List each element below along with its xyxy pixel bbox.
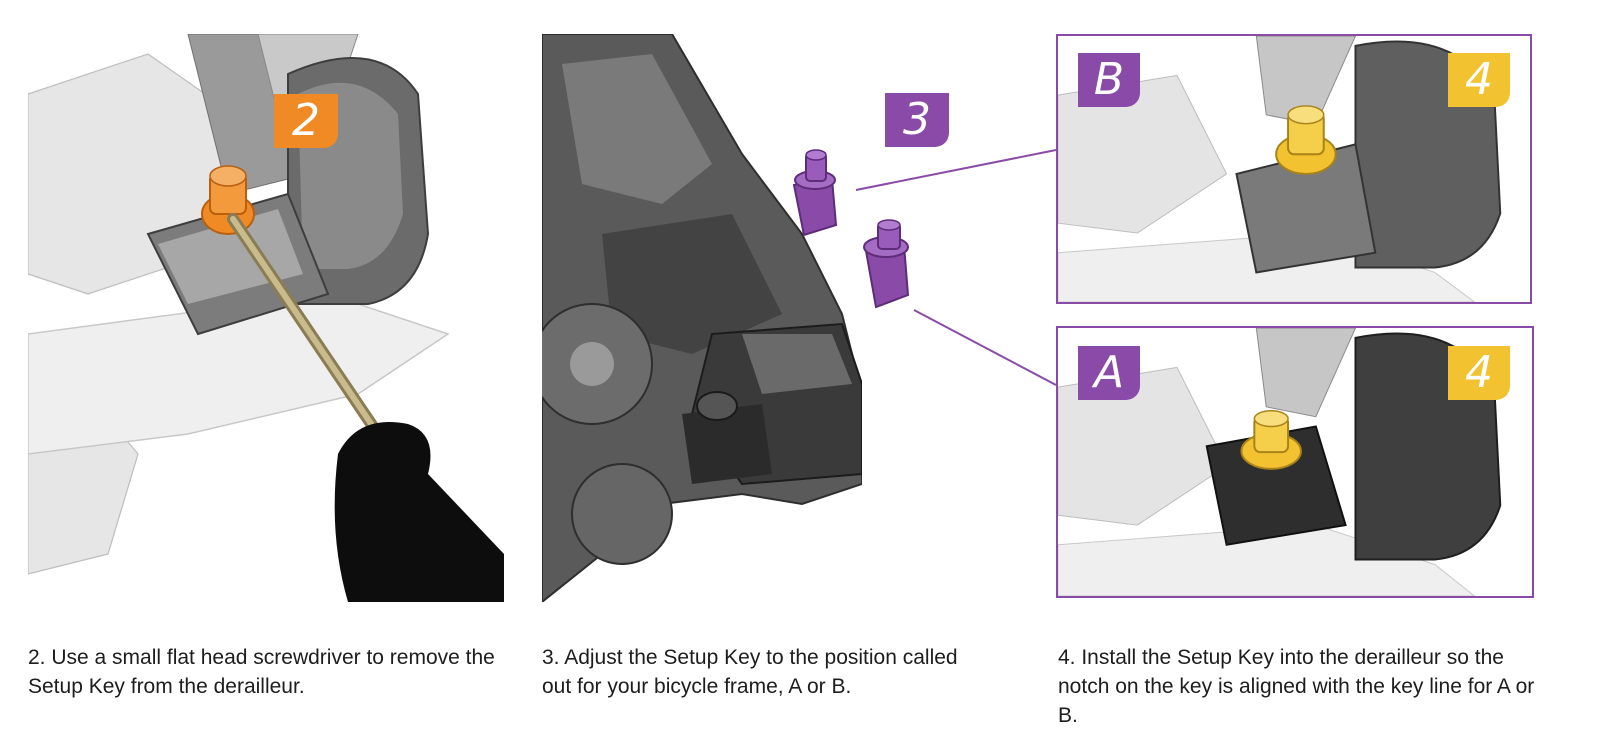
inset-a-step-badge: 4 [1448, 346, 1510, 400]
step-2-badge: 2 [274, 94, 338, 148]
derailleur-screwdriver-drawing [28, 34, 504, 602]
setup-keys-icon [792, 149, 910, 309]
inset-a-label: A [1078, 346, 1140, 400]
step-3-badge: 3 [885, 93, 949, 147]
inset-b-step-badge: 4 [1448, 53, 1510, 107]
setup-key-bottom [863, 219, 910, 309]
step-3-illustration [542, 34, 862, 602]
setup-key-top [792, 149, 838, 237]
step-4-caption: 4. Install the Setup Key into the derail… [1058, 646, 1535, 727]
step-2-caption: 2. Use a small flat head screwdriver to … [28, 646, 495, 698]
inset-b-label: B [1078, 53, 1140, 107]
step-2-illustration [28, 34, 504, 602]
step-3-caption: 3. Adjust the Setup Key to the position … [542, 646, 958, 698]
derailleur-drawing [542, 34, 862, 602]
